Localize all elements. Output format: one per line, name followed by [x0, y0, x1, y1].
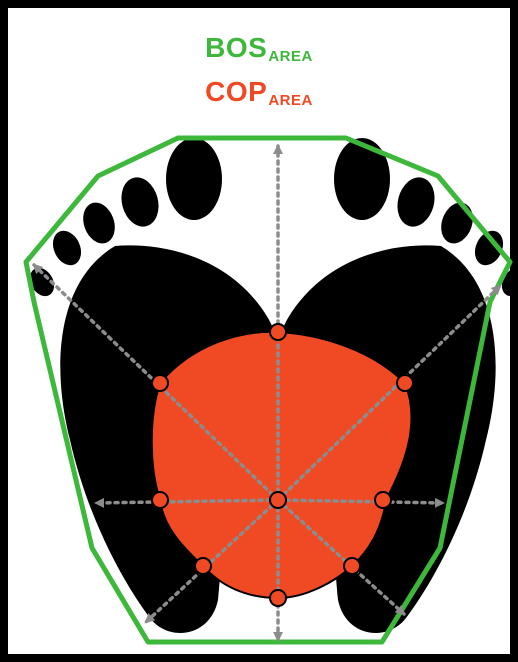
- left-big-toe: [166, 138, 222, 220]
- bos-legend-main: BOS: [205, 32, 267, 63]
- cop-area-legend: COPAREA: [0, 76, 518, 109]
- cop-point-anterior: [270, 324, 286, 340]
- right-toe-2: [392, 173, 440, 231]
- cop-legend-main: COP: [205, 76, 267, 107]
- right-toe-4: [470, 226, 509, 270]
- cop-point-posterior-right: [344, 558, 360, 574]
- bos-area-legend: BOSAREA: [0, 32, 518, 65]
- cop-legend-subscript: AREA: [268, 92, 313, 109]
- right-toe-3: [436, 198, 479, 248]
- cop-point-left: [152, 492, 168, 508]
- cop-point-right: [375, 492, 391, 508]
- cop-center-point: [270, 492, 286, 508]
- cop-point-anterior-right: [397, 375, 413, 391]
- cop-point-posterior-left: [195, 558, 211, 574]
- left-toe-3: [78, 198, 121, 248]
- left-toe-2: [116, 173, 164, 231]
- cop-point-posterior: [270, 590, 286, 606]
- bos-legend-subscript: AREA: [268, 48, 313, 65]
- cop-point-anterior-left: [152, 375, 168, 391]
